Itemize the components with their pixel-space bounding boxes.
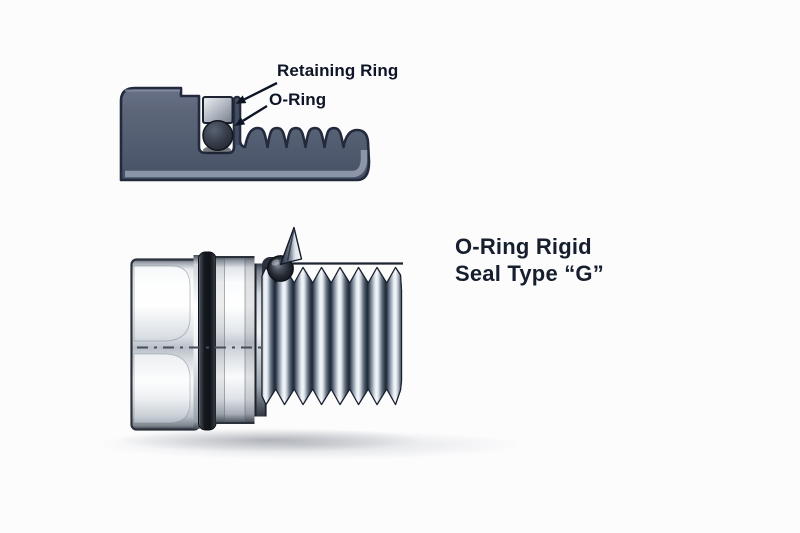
port-body bbox=[119, 86, 371, 182]
fitting-render bbox=[95, 226, 525, 460]
groove-wall-shade bbox=[234, 99, 240, 145]
port-body-bevel bbox=[125, 150, 368, 178]
callout-arrow-o-ring bbox=[234, 104, 268, 126]
hex-facet-lower bbox=[133, 353, 191, 424]
hex-facet-upper bbox=[133, 265, 191, 342]
pointer-needle-icon bbox=[279, 226, 303, 266]
callout-arrow-retaining-ring bbox=[235, 81, 278, 104]
label-o-ring: O-Ring bbox=[269, 90, 327, 109]
retaining-ring-shape bbox=[202, 96, 234, 124]
caption-title: O-Ring Rigid Seal Type “G” bbox=[455, 234, 604, 287]
drop-shadow bbox=[95, 428, 525, 460]
caption-line-1: O-Ring Rigid bbox=[455, 234, 592, 259]
hex-chamfer-highlight bbox=[193, 255, 200, 429]
collar bbox=[216, 256, 255, 424]
cross-section-diagram bbox=[119, 81, 371, 182]
label-retaining-ring: Retaining Ring bbox=[277, 61, 399, 80]
o-ring-band bbox=[198, 251, 217, 431]
threaded-shaft bbox=[261, 262, 403, 406]
hex-nut bbox=[130, 258, 201, 431]
caption-line-2: Seal Type “G” bbox=[455, 260, 604, 286]
o-ring-shape bbox=[202, 119, 234, 152]
